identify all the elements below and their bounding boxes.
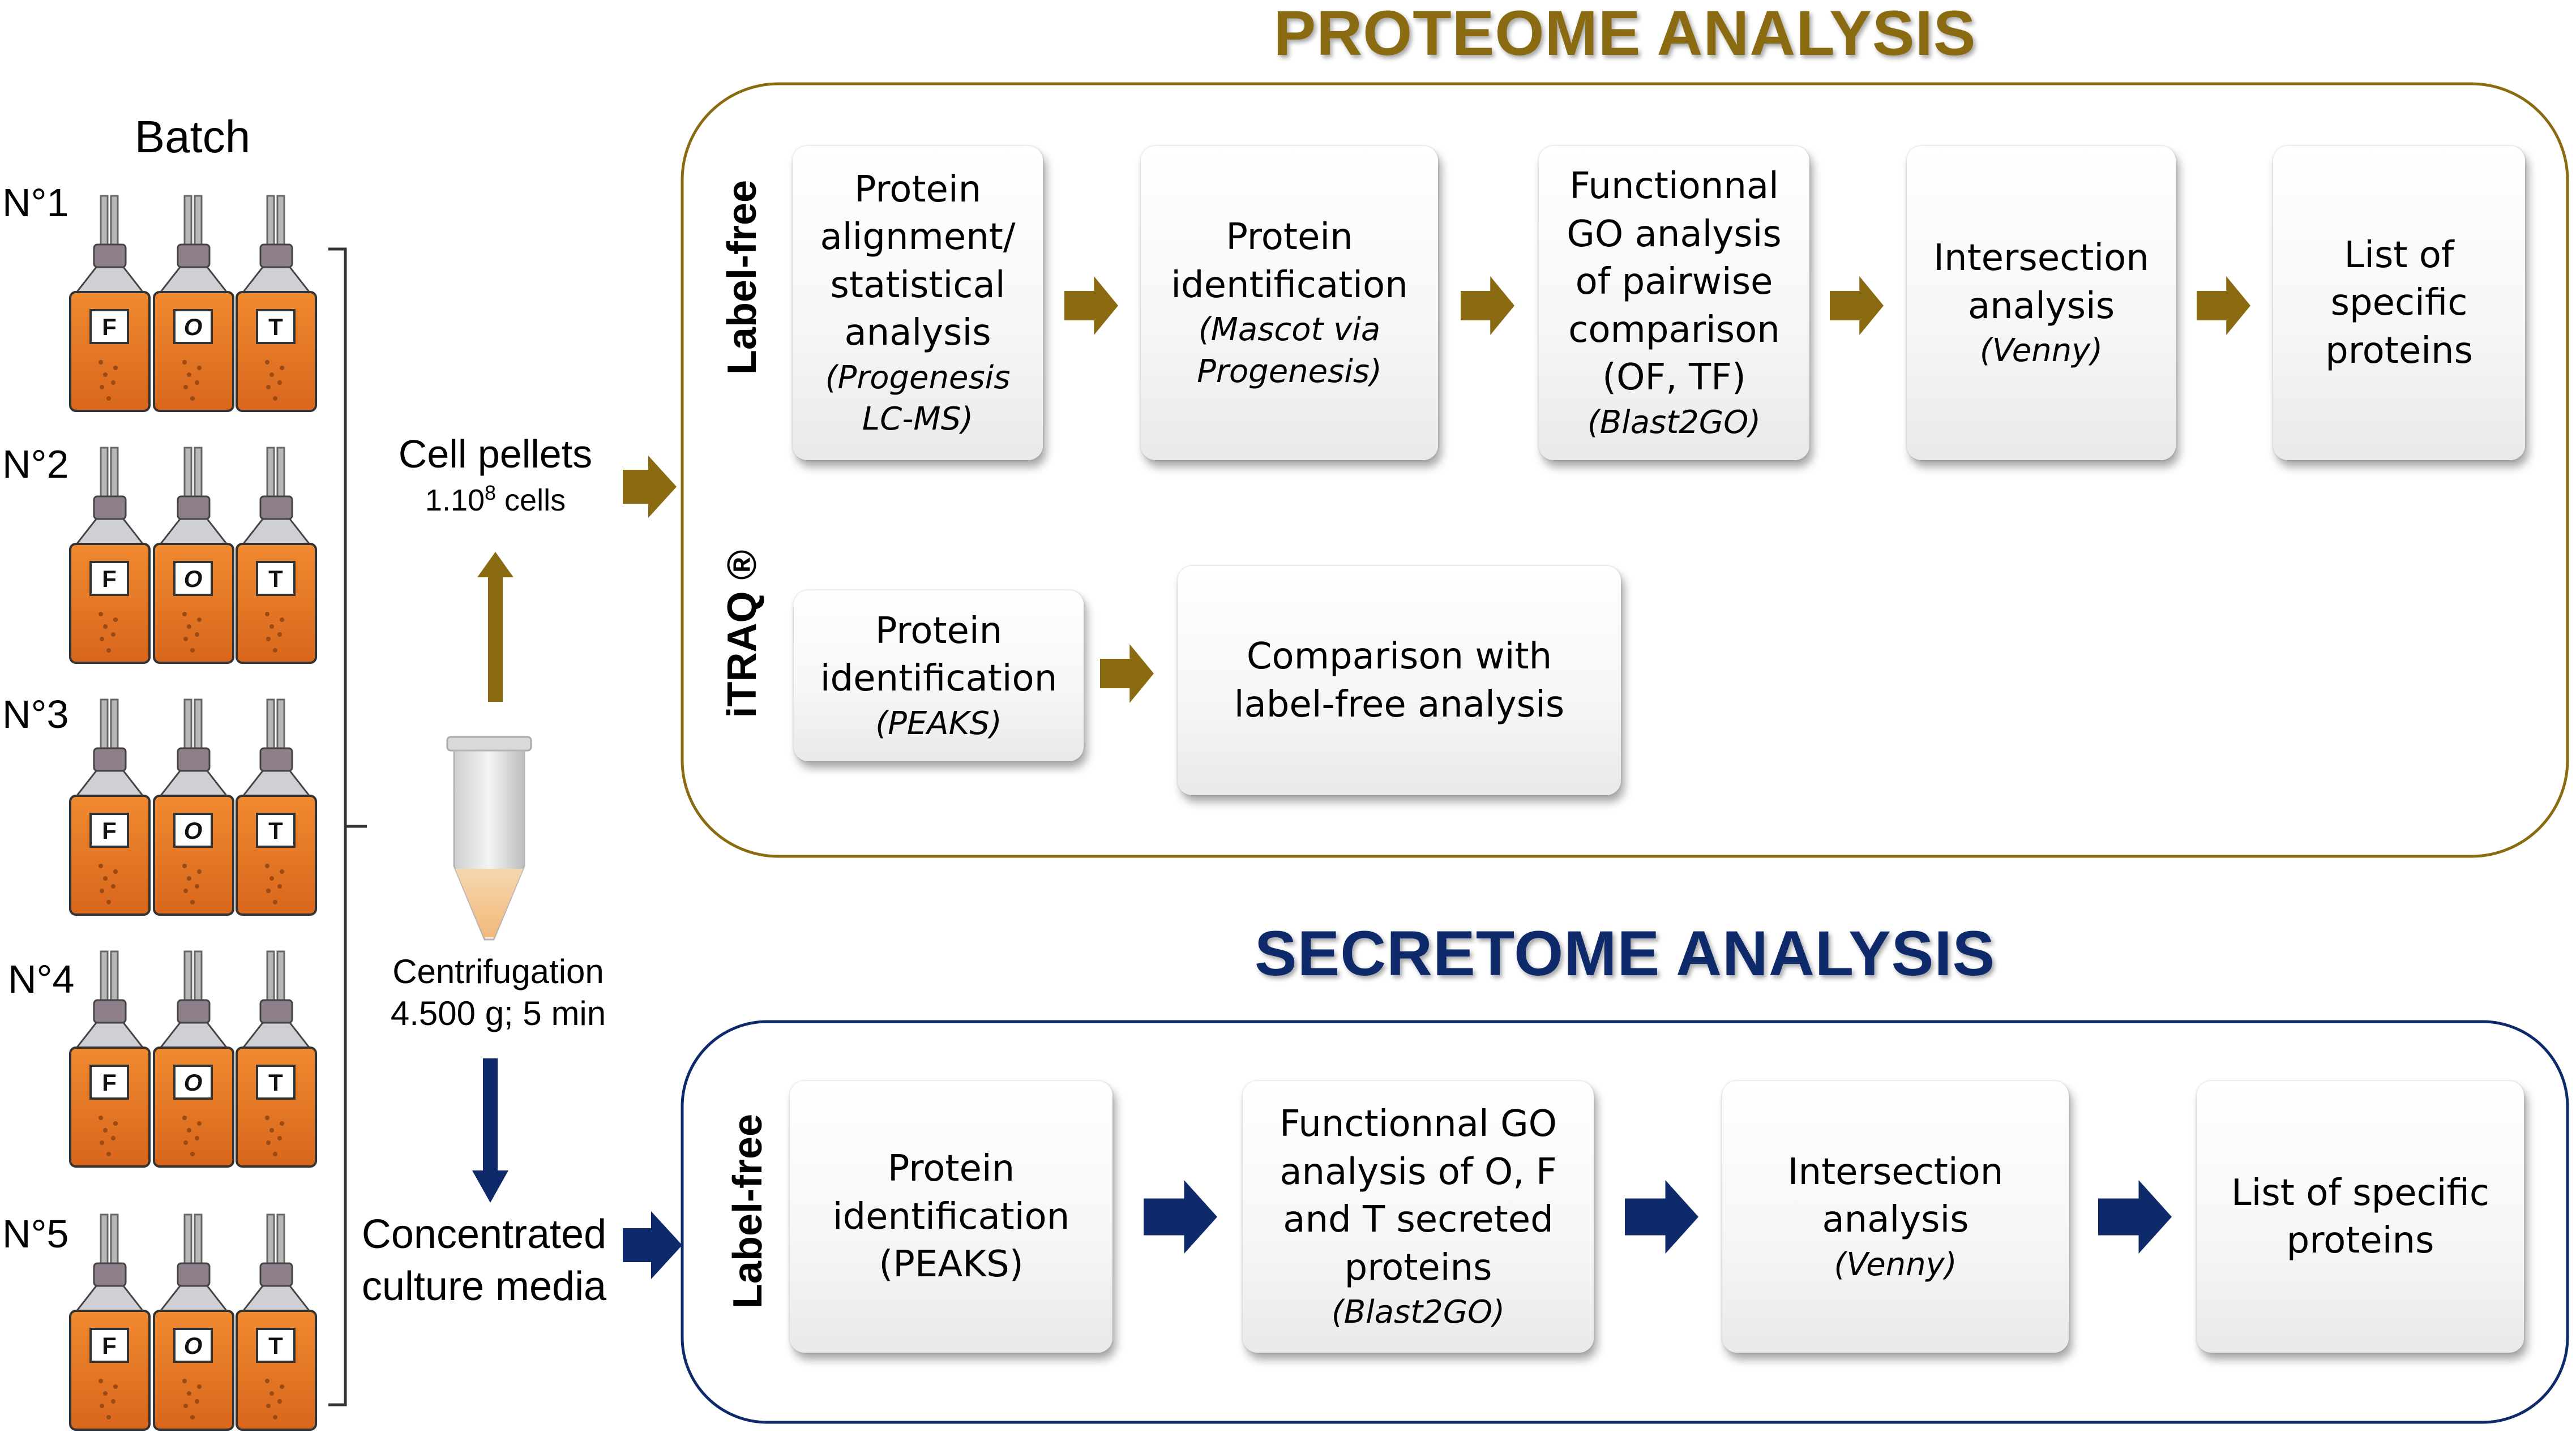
cells-count-base: 1.10 [425, 483, 485, 517]
arrow-up-to-cell-pellets [477, 552, 514, 702]
culture-flask-icon: T [236, 447, 317, 664]
itraq-step-identification: Protein identification (PEAKS) [794, 590, 1084, 761]
flask-label: O [184, 565, 203, 592]
itraq-step-comparison: Comparison with label-free analysis [1178, 566, 1621, 795]
flask-label: F [102, 565, 117, 592]
step-arrow [1064, 276, 1118, 335]
batch-number-3: N°3 [2, 692, 69, 736]
secretome-label-free-label: Label-free [725, 1113, 771, 1309]
culture-flask-icon: T [236, 950, 317, 1168]
flask-label: O [184, 1332, 203, 1359]
proteome-title: PROTEOME ANALYSIS [1273, 0, 1976, 68]
step-note-text: (Blast2GO) [1587, 404, 1761, 441]
centrifugation-label: Centrifugation [392, 953, 604, 990]
secretome-frame [681, 1020, 2569, 1424]
flask-label: T [268, 1332, 283, 1359]
culture-flask-icon: F [69, 698, 151, 916]
arrow-down-to-culture-media [472, 1058, 508, 1203]
step-main-text: Protein identification (PEAKS) [832, 1148, 1070, 1286]
step-note-text: (Blast2GO) [1331, 1293, 1505, 1331]
step-arrows [1064, 276, 2250, 1254]
flask-label: F [102, 314, 117, 340]
cell-pellets-label: Cell pellets [398, 432, 593, 476]
proteome-step-specific-list: List of specific proteins [2273, 146, 2525, 460]
arrow-culture-media-to-secretome [623, 1211, 682, 1279]
step-main-text: Functionnal GO analysis of pairwise comp… [1567, 165, 1782, 399]
step-main-text: Comparison with label-free analysis [1234, 636, 1565, 726]
step-note-text: (Venny) [1834, 1246, 1957, 1283]
step-arrow [1461, 276, 1514, 335]
step-note-text: (Progenesis LC-MS) [825, 359, 1011, 438]
concentrated-label-line1: Concentrated [361, 1212, 607, 1257]
culture-flask-icon: O [153, 950, 234, 1168]
arrow-cell-pellets-to-proteome [623, 456, 677, 518]
batch-number-4: N°4 [8, 957, 75, 1001]
step-note-text: (Mascot via Progenesis) [1197, 311, 1382, 390]
step-arrow [2098, 1180, 2172, 1254]
secretome-title: SECRETOME ANALYSIS [1254, 918, 1996, 989]
step-note-text: (PEAKS) [875, 705, 1002, 742]
proteome-step-go-analysis: Functionnal GO analysis of pairwise comp… [1539, 146, 1809, 460]
flask-label: O [184, 1069, 203, 1096]
culture-flask-icon: F [69, 950, 151, 1168]
culture-flask-icon: T [236, 1213, 317, 1431]
proteome-step-identification: Protein identification(Mascot via Progen… [1141, 146, 1438, 460]
step-main-text: Protein identification [1171, 216, 1408, 306]
concentrated-label-line2: culture media [361, 1264, 607, 1309]
step-main-text: Intersection analysis [1933, 237, 2149, 327]
secretome-step-go-analysis: Functionnal GO analysis of O, F and T se… [1243, 1081, 1594, 1353]
proteome-label-free-label: Label-free [720, 179, 765, 375]
cells-count-unit: cells [496, 483, 566, 517]
flask-grid: F O T F O T F O T F O T F O T [69, 195, 317, 1431]
batch-number-1: N°1 [2, 181, 69, 225]
step-main-text: Protein identification [820, 610, 1058, 700]
flask-label: F [102, 1332, 117, 1359]
proteome-step-intersection: Intersection analysis (Venny) [1907, 146, 2176, 460]
step-arrow [1100, 644, 1154, 703]
proteome-itraq-label: iTRAQ ® [720, 550, 765, 718]
step-note-text: (Venny) [1979, 332, 2103, 370]
secretome-step-intersection: Intersection analysis (Venny) [1722, 1081, 2069, 1353]
culture-flask-icon: F [69, 1213, 151, 1431]
flask-label: O [184, 817, 203, 844]
step-main-text: Protein alignment/ statistical analysis [820, 168, 1016, 354]
culture-flask-icon: O [153, 698, 234, 916]
batch-title: Batch [134, 111, 251, 162]
step-arrow [1625, 1180, 1698, 1254]
batch-number-2: N°2 [2, 442, 69, 486]
flask-label: F [102, 817, 117, 844]
secretome-step-specific-list: List of specific proteins [2197, 1081, 2524, 1353]
centrifuge-tube-icon [446, 736, 532, 941]
proteome-frame [681, 82, 2569, 858]
step-arrow [1144, 1180, 1217, 1254]
centrifugation-params: 4.500 g; 5 min [390, 994, 606, 1032]
flask-label: T [268, 565, 283, 592]
culture-flask-icon: F [69, 447, 151, 664]
culture-flask-icon: F [69, 195, 151, 412]
culture-flask-icon: O [153, 195, 234, 412]
secretome-step-identification: Protein identification (PEAKS) [790, 1081, 1112, 1353]
culture-flask-icon: O [153, 1213, 234, 1431]
flask-label: T [268, 817, 283, 844]
step-arrow [1830, 276, 1884, 335]
step-main-text: List of specific proteins [2325, 234, 2473, 372]
batch-bracket [328, 247, 367, 1406]
cells-count-exponent: 8 [485, 481, 497, 504]
proteome-step-alignment: Protein alignment/ statistical analysis(… [793, 146, 1043, 460]
flask-label: T [268, 1069, 283, 1096]
step-main-text: Functionnal GO analysis of O, F and T se… [1279, 1103, 1557, 1289]
culture-flask-icon: O [153, 447, 234, 664]
culture-flask-icon: T [236, 698, 317, 916]
culture-flask-icon: T [236, 195, 317, 412]
step-main-text: List of specific proteins [2231, 1172, 2490, 1262]
flask-label: T [268, 314, 283, 340]
flask-label: O [184, 314, 203, 340]
step-arrow [2197, 276, 2250, 335]
flask-label: F [102, 1069, 117, 1096]
cells-count-label: 1.108 cells [368, 481, 623, 518]
batch-number-5: N°5 [2, 1212, 69, 1256]
step-main-text: Intersection analysis [1787, 1151, 2004, 1241]
